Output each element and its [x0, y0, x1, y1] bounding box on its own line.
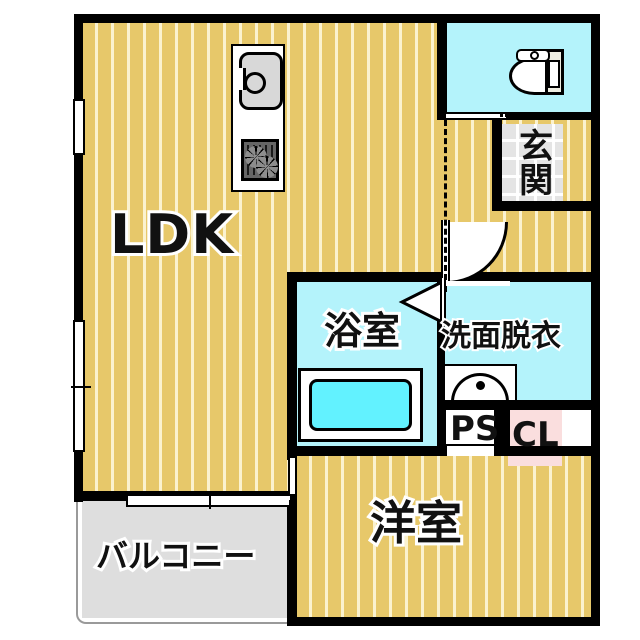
entrance-door-swing-arc: [446, 222, 508, 284]
room-label-genkan: 玄関: [512, 128, 553, 196]
toilet-seat-line: [548, 60, 560, 88]
wall-yokushitsu-bottom: [287, 446, 447, 456]
wall-exterior-right: [591, 14, 600, 626]
wall-exterior-left: [74, 14, 83, 502]
slider-mullion: [209, 492, 211, 509]
bathtub-icon: [309, 379, 412, 431]
room-label-yokushitsu: 浴室: [321, 309, 403, 353]
wall-exterior-top: [74, 14, 600, 23]
partition-ldk-hall: [444, 120, 447, 280]
yoshitsu-doorway[interactable]: [288, 458, 297, 494]
wall-ps-left: [437, 400, 446, 456]
wall-senmen-bottom: [437, 400, 600, 410]
room-label-yoshitsu: 洋室: [367, 496, 465, 550]
entrance-door-sill: [446, 281, 510, 286]
toilet-flush-knob-icon: [530, 51, 539, 60]
bathtub-surround: [298, 368, 423, 442]
room-label-balcony: バルコニー: [93, 537, 258, 575]
balcony-sliding-door[interactable]: [126, 492, 292, 509]
room-label-senmen: 洗面脱衣: [439, 319, 563, 354]
genkan-step-dotted-line: [500, 114, 592, 117]
room-floor-balcony: [82, 500, 290, 618]
room-label-cl: CL: [512, 415, 559, 455]
folding-door-jamb: [440, 278, 446, 326]
room-label-ldk: LDK: [107, 203, 236, 266]
bathroom-folding-door[interactable]: [398, 280, 446, 324]
wall-yoshitsu-left-upper: [287, 446, 297, 460]
wall-cl-bottom: [494, 446, 600, 456]
gas-stove-icon: [241, 139, 279, 181]
wall-exterior-bottom: [287, 617, 600, 626]
room-floor-genkan: [501, 124, 563, 202]
room-floor-cl: [508, 410, 562, 466]
room-label-ps: PS: [450, 409, 500, 449]
window-ldk-upper[interactable]: [73, 99, 85, 155]
toilet-threshold: [446, 112, 506, 120]
window-ldk-lower[interactable]: [71, 320, 91, 452]
partition-balcony: [289, 500, 292, 592]
sink-drain-icon: [244, 72, 266, 94]
washbasin-counter: [441, 364, 517, 404]
window-mullion: [71, 386, 91, 388]
entrance-door[interactable]: [441, 220, 508, 286]
wall-yoshitsu-left: [287, 491, 297, 626]
wall-wetzone-left: [287, 272, 297, 458]
wall-genkan-left: [492, 117, 502, 211]
stove-burner-icon: [256, 156, 278, 178]
wall-yokushitsu-senmen-lower: [437, 342, 445, 448]
washbasin-tap-icon: [476, 381, 485, 390]
wall-genkan-bottom: [492, 201, 600, 211]
kitchen-unit: [231, 44, 285, 192]
room-floor-yoshitsu: [296, 456, 592, 618]
wall-ldk-hall-upper: [437, 22, 447, 118]
wall-ps-cl-gap: [494, 400, 510, 456]
